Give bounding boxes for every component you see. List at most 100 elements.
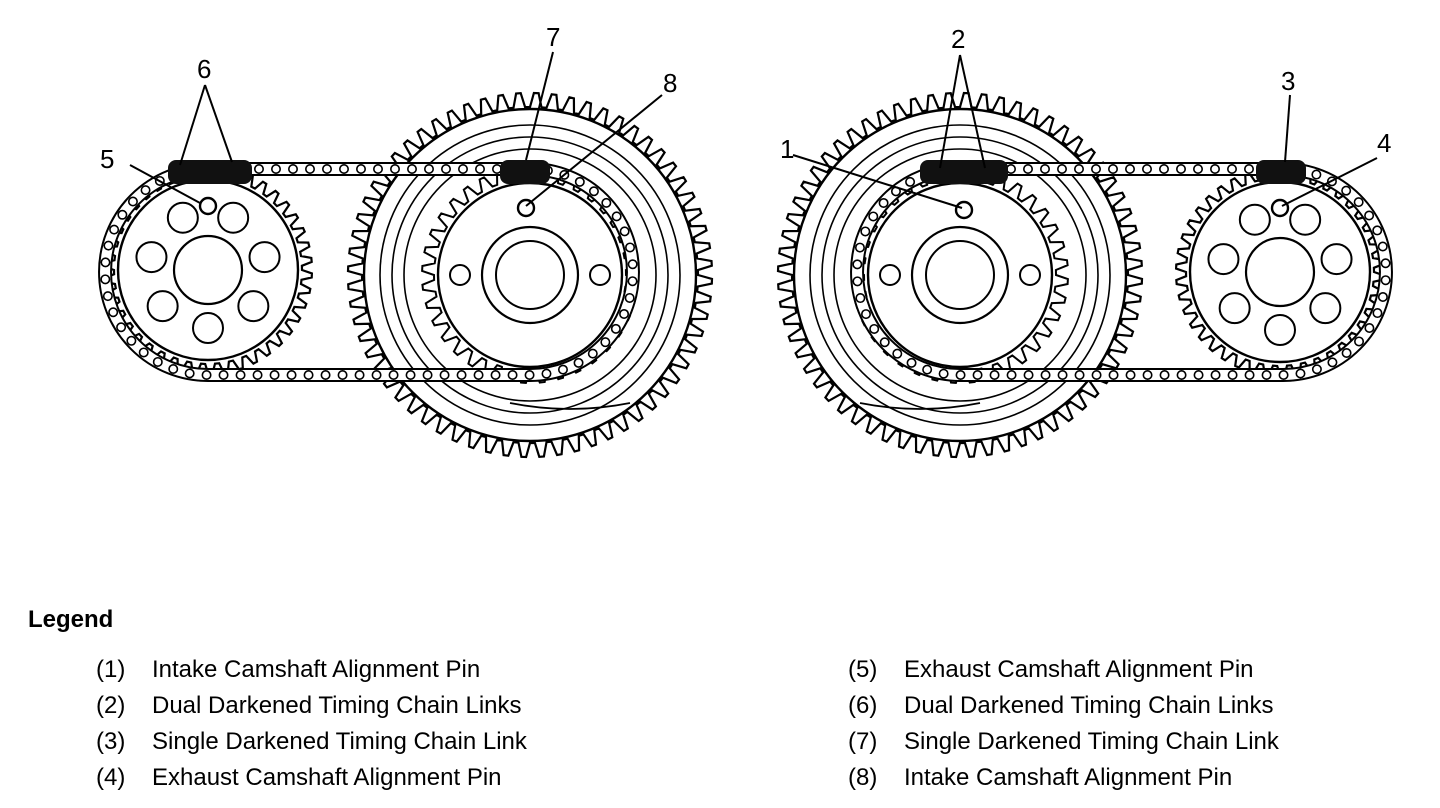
chain-link-pin <box>338 164 349 175</box>
legend-item: (7)Single Darkened Timing Chain Link <box>848 728 1279 764</box>
chain-link-pin <box>1074 369 1085 380</box>
chain-link-pin <box>541 368 552 379</box>
chain-link-pin <box>270 164 281 175</box>
chain-link-pin <box>625 242 636 253</box>
guide-ring <box>379 124 681 426</box>
callout-2: 2 <box>951 24 965 54</box>
legend-number: (2) <box>96 692 126 719</box>
legend-number: (6) <box>848 692 878 719</box>
chain-link-pin <box>355 164 366 175</box>
idler-bore <box>495 240 565 310</box>
chain-link-pin <box>168 363 179 374</box>
chain-link-pin <box>456 370 467 381</box>
chain-link-pin <box>152 356 163 367</box>
chain-link-pin <box>860 226 871 237</box>
legend-text: Intake Camshaft Alignment Pin <box>152 656 481 683</box>
chain-link-pin <box>235 369 246 380</box>
chain-link-pin <box>1364 210 1375 221</box>
legend-number: (4) <box>96 764 126 791</box>
legend-right-column: (5)Exhaust Camshaft Alignment Pin (6)Dua… <box>848 656 1279 800</box>
chain-link-pin <box>1227 370 1238 381</box>
chain-link-pin <box>1176 370 1187 381</box>
chain-link-pin <box>108 307 119 318</box>
legend-text: Single Darkened Timing Chain Link <box>152 728 527 755</box>
leader-lines <box>129 51 1378 209</box>
chain-link-pin <box>304 164 315 175</box>
chain-link-pin <box>906 357 917 368</box>
chain-link-pin <box>1244 370 1255 381</box>
single-darkened-link <box>1256 160 1306 184</box>
legend-text: Dual Darkened Timing Chain Links <box>904 692 1274 719</box>
chain-link-pin <box>611 211 622 222</box>
chain-link-pin <box>860 309 871 320</box>
legend-text: Exhaust Camshaft Alignment Pin <box>904 656 1254 683</box>
callout-4: 4 <box>1377 128 1391 158</box>
chain-link-pin <box>269 369 280 380</box>
guide-ring <box>821 136 1099 414</box>
lightening-hole <box>146 290 179 323</box>
chain-link-pin <box>938 368 949 379</box>
dual-darkened-links <box>168 160 252 184</box>
chain-link-pin <box>619 226 630 237</box>
chain-link-pin <box>1372 308 1383 319</box>
chain-link-pin <box>1108 369 1119 380</box>
chain-link-pin <box>1142 370 1153 381</box>
chain-link-pin <box>955 369 966 380</box>
chain-link-pin <box>102 291 113 302</box>
lightening-hole <box>192 312 224 344</box>
legend-title: Legend <box>28 606 114 633</box>
chain-link-pin <box>440 164 451 175</box>
guide-slot <box>509 402 631 410</box>
single-darkened-link <box>500 160 550 184</box>
chain-link-pin <box>868 211 879 222</box>
callout-1: 1 <box>780 134 794 164</box>
chain-link-pin <box>922 364 933 375</box>
chain-link-pin <box>1057 369 1068 380</box>
chain-link-pin <box>1022 164 1033 175</box>
chain-link-pin <box>905 176 916 187</box>
chain-link-pin <box>1341 185 1352 196</box>
idler-hole <box>1019 264 1041 286</box>
chain-link-pin <box>337 369 348 380</box>
lightening-hole <box>166 201 199 234</box>
chain-link-pin <box>1311 169 1322 180</box>
chain-link-pin <box>854 242 865 253</box>
legend-number: (1) <box>96 656 126 683</box>
chain-link-pin <box>852 259 863 270</box>
chain-link-pin <box>116 322 127 333</box>
chain-link-pin <box>1372 225 1383 236</box>
chain-link-pin <box>852 276 863 287</box>
chain-link-pin <box>109 224 120 235</box>
callout-6: 6 <box>197 54 211 84</box>
chain-link-pin <box>627 276 638 287</box>
chain-link-pin <box>320 369 331 380</box>
guide-ring <box>403 148 657 402</box>
leader-6b <box>204 84 233 163</box>
chain-link-pin <box>457 164 468 175</box>
chain-link-pin <box>1091 369 1102 380</box>
chain-link-pin <box>100 274 111 285</box>
chain-link-pin <box>1074 164 1085 175</box>
intake-alignment-pin <box>954 200 974 220</box>
leader-1 <box>792 154 963 209</box>
chain-link-pin <box>1006 369 1017 380</box>
chain-link-pin <box>972 369 983 380</box>
chain-link-pin <box>601 197 612 208</box>
leader-2a <box>939 54 961 169</box>
legend-item: (4)Exhaust Camshaft Alignment Pin <box>96 764 527 800</box>
chain-link-pin <box>1040 164 1051 175</box>
chain-link-pin <box>1353 197 1364 208</box>
guide-ring <box>391 136 669 414</box>
chain-link-pin <box>1244 164 1255 175</box>
chain-link-pin <box>406 164 417 175</box>
legend-number: (7) <box>848 728 878 755</box>
chain-link-pin <box>1364 323 1375 334</box>
chain-link-pin <box>422 370 433 381</box>
callout-3: 3 <box>1281 66 1295 96</box>
alignment-pin <box>1270 198 1290 218</box>
chain-link-pin <box>1377 241 1388 252</box>
legend-left-column: (1)Intake Camshaft Alignment Pin (2)Dual… <box>96 656 527 800</box>
lightening-hole <box>248 241 281 274</box>
leader-2b <box>959 54 986 169</box>
